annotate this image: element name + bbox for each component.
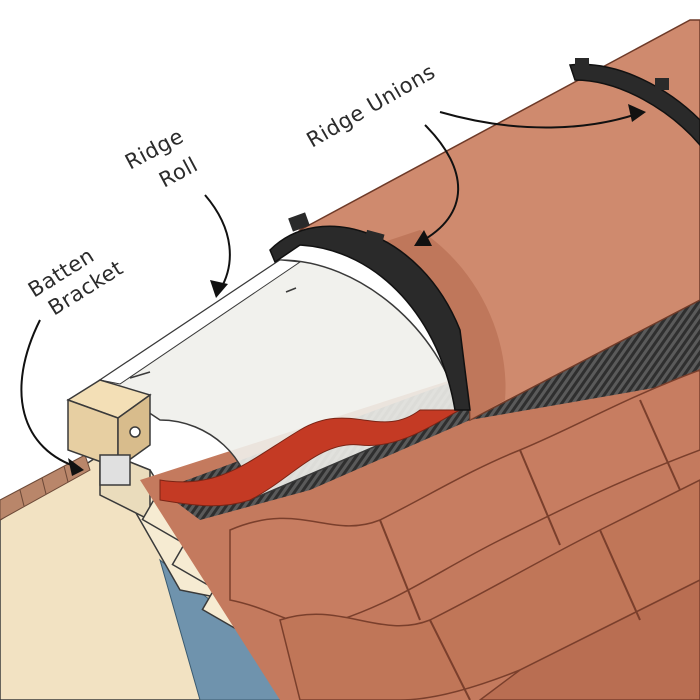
red-seal-edge [159,409,461,507]
tile-seams [379,399,681,700]
arrow-ridge-unions-front [419,124,460,243]
leader-arrows [20,111,641,469]
ridge-tile-shade [360,230,506,420]
roof-tiles [229,369,700,700]
arrow-ridge-roll [204,194,231,291]
label-ridge-unions: Ridge Unions [303,59,440,152]
arrow-heads [68,104,646,476]
batten-bracket [66,379,152,486]
arrow-ridge-unions-rear [439,111,641,129]
ridge-union-front [269,212,471,411]
ridge-union-rear [568,58,700,147]
arrow-batten-bracket [20,319,81,469]
brick-course [0,454,91,521]
ridge-roll [98,259,461,507]
